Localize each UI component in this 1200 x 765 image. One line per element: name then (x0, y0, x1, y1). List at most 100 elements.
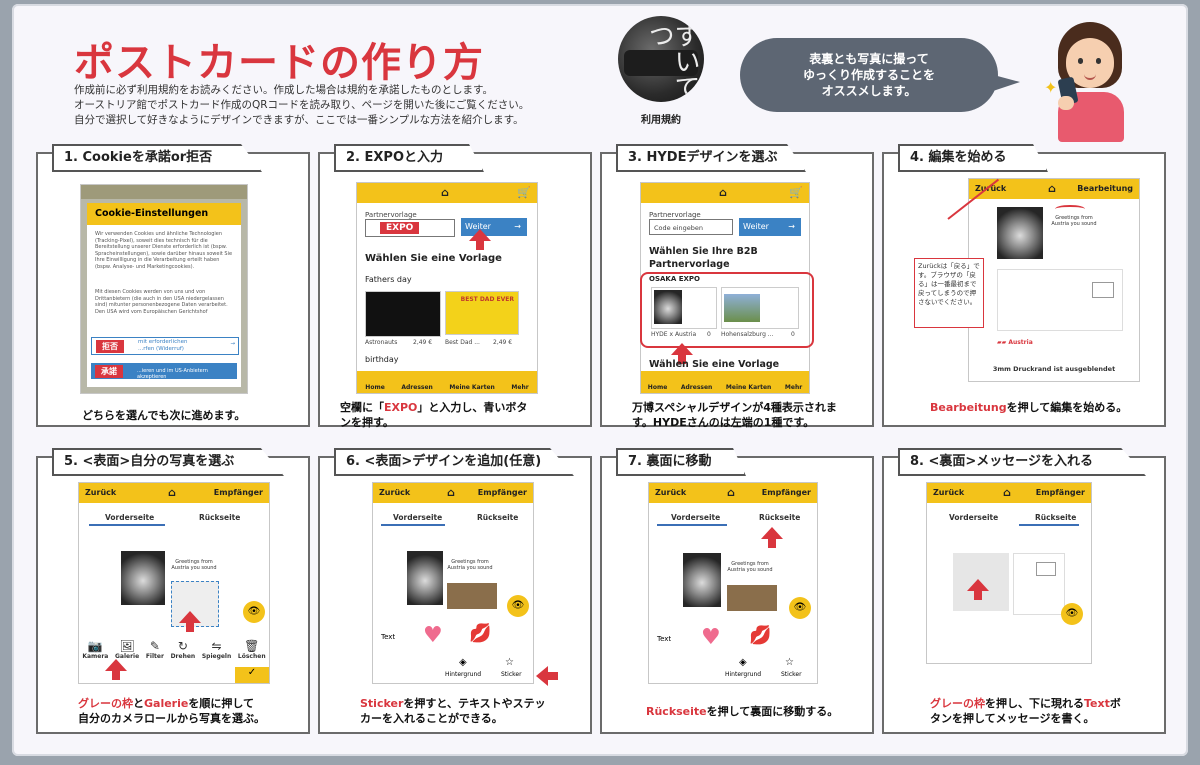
camera-tool[interactable]: 📷Kamera (82, 639, 108, 660)
castle-photo (724, 294, 760, 322)
lips-sticker-icon[interactable]: 💋 (749, 625, 772, 646)
terms-qr-link[interactable]: すいてつ 利用規約 (616, 14, 706, 126)
tab-front[interactable]: Vorderseite (393, 513, 443, 522)
home-icon[interactable]: ⌂ (727, 486, 735, 499)
astronauts-card[interactable] (365, 291, 441, 337)
recipient-button[interactable]: Empfänger (1035, 488, 1085, 497)
red-arrow-stem (546, 672, 558, 680)
hohensalzburg-card[interactable] (721, 287, 799, 329)
choose-template-heading: Wählen Sie eine Vorlage (649, 359, 780, 370)
caption-highlight: Text (1084, 697, 1110, 710)
home-icon[interactable]: ⌂ (447, 486, 455, 499)
hyde-select-screen: ⌂ 🛒 Partnervorlage Code eingeben Weiter … (640, 182, 810, 394)
best-dad-card[interactable]: BEST DAD EVER (445, 291, 519, 335)
tab-front[interactable]: Vorderseite (671, 513, 721, 522)
rotate-tool[interactable]: ↻Drehen (171, 639, 196, 660)
step-2-card: ⌂ 🛒 Partnervorlage EXPO Weiter → Wählen … (318, 152, 592, 430)
reject-tag: 拒否 (96, 340, 124, 353)
rotate-icon: ↻ (177, 639, 188, 653)
card1-count: 0 (707, 331, 711, 338)
tab-front[interactable]: Vorderseite (105, 513, 155, 522)
preview-eye-icon[interactable]: 👁 (243, 601, 265, 623)
mirror-tool[interactable]: ⇋Spiegeln (202, 639, 231, 660)
page-title: ポストカードの作り方 (74, 40, 484, 86)
screen-topbar (81, 185, 247, 199)
sticker-label: Sticker (501, 671, 522, 678)
tab-back[interactable]: Rückseite (477, 513, 519, 522)
tab-back[interactable]: Rückseite (1035, 513, 1077, 522)
sticker-star-icon[interactable]: ☆ (785, 657, 794, 668)
step-8-caption: グレーの枠を押し、下に現れるTextボ タンを押してメッセージを書く。 (930, 696, 1166, 726)
text-tool[interactable]: Text (657, 635, 672, 643)
background-icon[interactable]: ◈ (739, 657, 747, 668)
back-button[interactable]: Zurück (379, 488, 411, 497)
recipient-button[interactable]: Empfänger (213, 488, 263, 497)
card-greeting: Greetings from Austria you sound (171, 559, 217, 571)
step-4-card: Zurück ⌂ Bearbeitung Greetings from Aust… (882, 152, 1166, 427)
cookie-screen: Cookie-Einstellungen Wir verwenden Cooki… (80, 184, 248, 394)
sticker-star-icon[interactable]: ☆ (505, 657, 514, 668)
heart-sticker-icon[interactable]: ♥ (701, 625, 721, 650)
background-icon[interactable]: ◈ (459, 657, 467, 668)
nav-my-cards[interactable]: Meine Karten (725, 384, 772, 391)
tool-label: Kamera (82, 653, 109, 660)
next-button[interactable]: Weiter → (739, 218, 801, 236)
hyde-card[interactable] (651, 287, 717, 329)
nav-more[interactable]: Mehr (511, 384, 529, 391)
nav-home[interactable]: Home (365, 384, 385, 391)
home-icon[interactable]: ⌂ (168, 486, 176, 499)
home-icon[interactable]: ⌂ (1048, 182, 1056, 195)
preview-eye-icon[interactable]: 👁 (789, 597, 811, 619)
tab-back[interactable]: Rückseite (199, 513, 241, 522)
nav-home[interactable]: Home (647, 384, 668, 391)
intro-line: オーストリア館でポストカード作成のQRコードを読み取り、ページを開いた後にご覧く… (74, 99, 530, 111)
nav-my-cards[interactable]: Meine Karten (449, 384, 495, 391)
text-tool[interactable]: Text (381, 633, 396, 641)
card1-name: Astronauts (365, 339, 398, 346)
filter-tool[interactable]: ✎Filter (146, 639, 164, 660)
bubble-line: ゆっくり作成することを (802, 68, 935, 82)
terms-photo: すいてつ (618, 16, 704, 102)
back-button[interactable]: Zurück (933, 488, 965, 497)
confirm-check-button[interactable]: ✓ (235, 667, 269, 683)
side-tabs: Vorderseite Rückseite (373, 509, 533, 527)
red-arrow-icon (536, 666, 548, 686)
step-3-caption: 万博スペシャルデザインが4種表示されま す。HYDEさんのは左端の1種です。 (632, 400, 872, 430)
preview-eye-icon[interactable]: 👁 (1061, 603, 1083, 625)
caption-highlight: Sticker (360, 697, 404, 710)
back-button[interactable]: Zurück (975, 184, 1007, 193)
accept-button[interactable]: 承諾 ...ieren und im US-Anbietern akzeptie… (91, 363, 237, 380)
partner-code-input[interactable]: Code eingeben (649, 219, 733, 235)
step-1-heading: 1. Cookieを承諾or拒否 (52, 144, 262, 172)
tunnel-photo (654, 290, 682, 324)
step-2-caption: 空欄に「EXPO」と入力し、青いボタ ンを押す。 (340, 400, 580, 430)
tab-front[interactable]: Vorderseite (949, 513, 999, 522)
back-button[interactable]: Zurück (85, 488, 117, 497)
card2-count: 0 (791, 331, 795, 338)
home-icon[interactable]: ⌂ (1003, 486, 1011, 499)
photo-toolbar: 📷Kamera 🖼Galerie ✎Filter ↻Drehen ⇋Spiege… (79, 639, 269, 660)
heart-sticker-icon[interactable]: ♥ (423, 623, 443, 648)
recipient-button[interactable]: Empfänger (761, 488, 811, 497)
gallery-tool[interactable]: 🖼Galerie (115, 639, 139, 660)
field-label: Partnervorlage (649, 211, 701, 219)
partner-code-input[interactable]: EXPO (365, 219, 455, 237)
step-4-heading: 4. 編集を始める (898, 144, 1048, 172)
recipient-button[interactable]: Empfänger (477, 488, 527, 497)
nav-more[interactable]: Mehr (784, 384, 803, 391)
edit-button[interactable]: Bearbeitung (1077, 184, 1133, 193)
section-birthday: birthday (365, 355, 399, 364)
nav-addresses[interactable]: Adressen (401, 384, 433, 391)
red-arrow-stem (112, 671, 120, 680)
tab-back[interactable]: Rückseite (759, 513, 801, 522)
back-button[interactable]: Zurück (655, 488, 687, 497)
reject-button[interactable]: 拒否 mit erforderlichen ...rfen (Widerruf)… (91, 337, 239, 355)
front-photo-screen: Zurück ⌂ Empfänger Vorderseite Rückseite… (78, 482, 270, 684)
cookie-dialog-body2: Mit diesen Cookies werden von uns und vo… (95, 289, 228, 315)
delete-tool[interactable]: 🗑Löschen (238, 639, 266, 660)
bubble-line: 表裏とも写真に撮って (809, 52, 929, 66)
nav-addresses[interactable]: Adressen (680, 384, 713, 391)
best-dad-card-art: BEST DAD EVER (460, 296, 514, 303)
preview-eye-icon[interactable]: 👁 (507, 595, 529, 617)
lips-sticker-icon[interactable]: 💋 (469, 623, 492, 644)
